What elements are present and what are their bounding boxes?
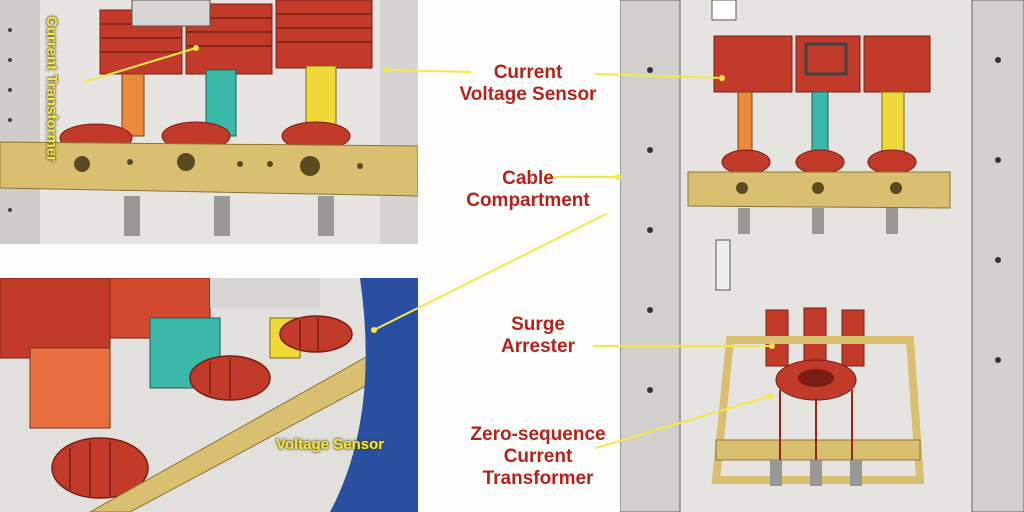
- zero-sequence-ct-line3: Transformer: [482, 468, 594, 489]
- cable-compartment-label: Cable Compartment: [438, 168, 618, 212]
- cable-compartment-line2: Compartment: [466, 190, 590, 211]
- surge-arrester-line2: Arrester: [501, 336, 575, 357]
- zero-sequence-ct-line2: Current: [503, 446, 573, 467]
- surge-arrester-line1: Surge: [511, 314, 565, 335]
- cable-compartment-line1: Cable: [502, 168, 554, 189]
- zero-sequence-ct-line1: Zero-sequence: [470, 424, 606, 445]
- current-transformer-label: Current Transformer: [43, 16, 60, 162]
- zero-sequence-ct-label: Zero-sequence Current Transformer: [448, 424, 628, 490]
- current-voltage-sensor-label: Current Voltage Sensor: [438, 62, 618, 106]
- surge-arrester-label: Surge Arrester: [448, 314, 628, 358]
- current-transformer-closeup: Current Transformer: [0, 0, 418, 244]
- current-voltage-sensor-line1: Current: [493, 62, 563, 83]
- switchgear-cabinet: [620, 0, 1024, 512]
- current-voltage-sensor-line2: Voltage Sensor: [459, 84, 597, 105]
- voltage-sensor-closeup: Voltage Sensor: [0, 278, 418, 512]
- voltage-sensor-inset-label: Voltage Sensor: [276, 436, 385, 453]
